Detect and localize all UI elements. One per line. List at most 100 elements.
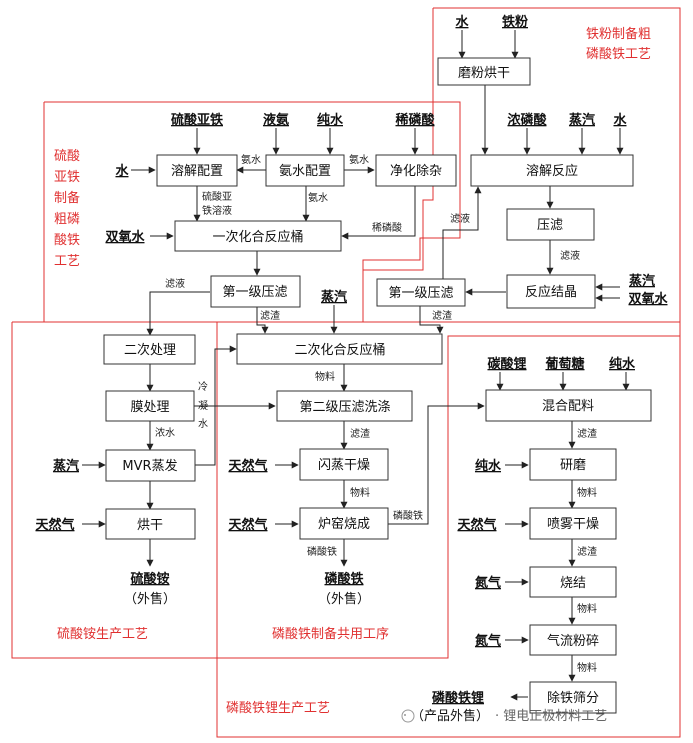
label-residue-left: 滤渣 [260, 309, 280, 322]
region-title-iron-powder-2: 磷酸铁工艺 [586, 47, 651, 62]
box-second-combine-label: 二次化合反应桶 [294, 342, 385, 358]
box-kiln-label: 炉窑烧成 [318, 516, 370, 532]
box-flash-dry-label: 闪蒸干燥 [318, 458, 370, 473]
box-grinding-label: 研磨 [560, 458, 586, 473]
input-dilute-phosphoric: 稀磷酸 [395, 112, 435, 128]
region-title-lfp: 磷酸铁锂生产工艺 [226, 701, 330, 716]
label-iron-phosphate-side: 磷酸铁 [393, 509, 423, 522]
region-title-fs-line-1: 硫酸 [54, 149, 80, 164]
box-filter-press [506, 208, 595, 241]
label-material-mill: 物料 [577, 661, 597, 674]
watermark-text: · 锂电正极材料工艺 [495, 709, 607, 724]
box-dissolve-mix [156, 154, 238, 187]
box-grinding [529, 448, 617, 481]
watermark-logo-icon [401, 709, 415, 723]
input-ammonia-liquid: 液氨 [263, 112, 289, 128]
box-spray-dry [529, 507, 617, 540]
input-h2o2-crystal: 双氧水 [628, 291, 668, 307]
box-purify [375, 154, 457, 187]
label-cond-1: 冷 [198, 380, 208, 393]
box-first-press-right-label: 第一级压滤 [388, 286, 453, 301]
box-mvr [105, 449, 196, 482]
box-first-press-left-label: 第一级压滤 [222, 285, 287, 300]
region-title-fs-line-2: 亚铁 [54, 170, 80, 185]
box-dissolve-react-label: 溶解反应 [526, 163, 578, 179]
box-grind-dry [437, 57, 531, 86]
region-title-fs-line-3: 制备 [54, 190, 80, 206]
box-secondary-treat-label: 二次处理 [124, 342, 176, 358]
box-kiln [299, 507, 389, 540]
box-first-combine-label: 一次化合反应桶 [212, 229, 303, 245]
label-fs-solution-1: 硫酸亚 [202, 190, 232, 203]
label-conc-water: 浓水 [155, 427, 175, 439]
label-filtrate-right: 滤液 [450, 212, 470, 225]
label-iron-phosphate-out: 磷酸铁 [307, 545, 337, 558]
box-react-crystal-label: 反应结晶 [525, 284, 577, 300]
input-h2o2: 双氧水 [105, 229, 145, 245]
region-title-fs-line-5: 酸铁 [54, 233, 80, 248]
box-grind-dry-label: 磨粉烘干 [458, 66, 510, 81]
label-material-second: 物料 [315, 370, 335, 383]
box-iron-sieve [529, 681, 617, 714]
input-conc-phosphoric: 浓磷酸 [507, 112, 547, 128]
outputs: 硫酸铵 （外售） 磷酸铁 （外售） 磷酸铁锂 （产品外售） [124, 571, 489, 724]
box-sinter-label: 烧结 [560, 576, 586, 591]
box-second-press-wash [276, 390, 413, 422]
label-dilute-phos: 稀磷酸 [372, 221, 402, 234]
label-residue-right: 滤渣 [432, 309, 452, 322]
label-ammonia-water-1: 氨水 [241, 153, 261, 166]
input-natural-gas-spray: 天然气 [457, 517, 496, 533]
region-title-fs-line-4: 粗磷 [54, 212, 80, 227]
label-material-grind: 物料 [577, 486, 597, 499]
box-first-combine [174, 220, 342, 252]
input-labels: 水 铁粉 硫酸亚铁 液氨 纯水 稀磷酸 浓磷酸 蒸汽 水 水 双氧水 蒸汽 双氧… [35, 14, 668, 649]
box-mvr-label: MVR蒸发 [122, 458, 177, 474]
box-first-press-left [210, 275, 301, 308]
input-li2co3: 碳酸锂 [487, 356, 526, 372]
label-residue-mix: 滤渣 [577, 427, 597, 440]
box-membrane [105, 390, 195, 422]
watermark-logo-dot-icon [404, 714, 406, 716]
input-water-right: 水 [613, 112, 627, 128]
label-ammonia-water-3: 氨水 [308, 191, 328, 204]
region-shared [217, 321, 681, 659]
box-mix-batch [485, 389, 652, 422]
box-jet-mill [529, 624, 617, 656]
process-boxes: 磨粉烘干 溶解配置 氨水配置 净化除杂 溶解反应 一次化合反应桶 压滤 第一级压… [103, 57, 652, 714]
input-water-left: 水 [115, 163, 129, 179]
input-nitrogen-mill: 氮气 [475, 633, 501, 649]
output-iron-phosphate-note: （外售） [318, 591, 370, 607]
input-water: 水 [455, 14, 469, 30]
box-spray-dry-label: 喷雾干燥 [547, 517, 599, 532]
box-ammonia-mix [265, 154, 345, 187]
box-filter-press-label: 压滤 [537, 218, 563, 233]
output-lfp: 磷酸铁锂 [432, 690, 484, 706]
watermark: · 锂电正极材料工艺 [401, 709, 607, 724]
box-purify-label: 净化除杂 [390, 164, 442, 179]
input-glucose: 葡萄糖 [544, 356, 584, 372]
box-second-combine [236, 333, 443, 365]
box-dry [105, 508, 196, 540]
box-dissolve-mix-label: 溶解配置 [171, 164, 223, 179]
label-filtrate-press: 滤液 [560, 249, 580, 262]
input-steam-crystal: 蒸汽 [629, 273, 655, 289]
region-title-ammonium-sulfate: 硫酸铵生产工艺 [57, 627, 148, 642]
region-title-ferrous-sulfate: 硫酸 亚铁 制备 粗磷 酸铁 工艺 [54, 149, 80, 269]
label-fs-solution-2: 铁溶液 [202, 204, 232, 217]
label-cond-2: 凝 [198, 400, 208, 412]
input-steam-secondary: 蒸汽 [321, 289, 347, 305]
input-iron-powder: 铁粉 [501, 14, 528, 30]
region-title-iron-powder-1: 铁粉制备粗 [586, 26, 651, 42]
box-dissolve-react [470, 154, 634, 187]
box-second-press-wash-label: 第二级压滤洗涤 [299, 400, 390, 415]
region-lfp [216, 335, 681, 738]
output-iron-phosphate: 磷酸铁 [324, 571, 363, 587]
box-ammonia-mix-label: 氨水配置 [279, 164, 331, 179]
box-flash-dry [299, 448, 389, 481]
output-ammonium-sulfate: 硫酸铵 [130, 571, 169, 587]
input-nitrogen-sinter: 氮气 [475, 575, 501, 591]
label-material-sinter: 物料 [577, 602, 597, 615]
input-natural-gas-kiln: 天然气 [228, 517, 267, 533]
input-steam: 蒸汽 [569, 112, 595, 128]
